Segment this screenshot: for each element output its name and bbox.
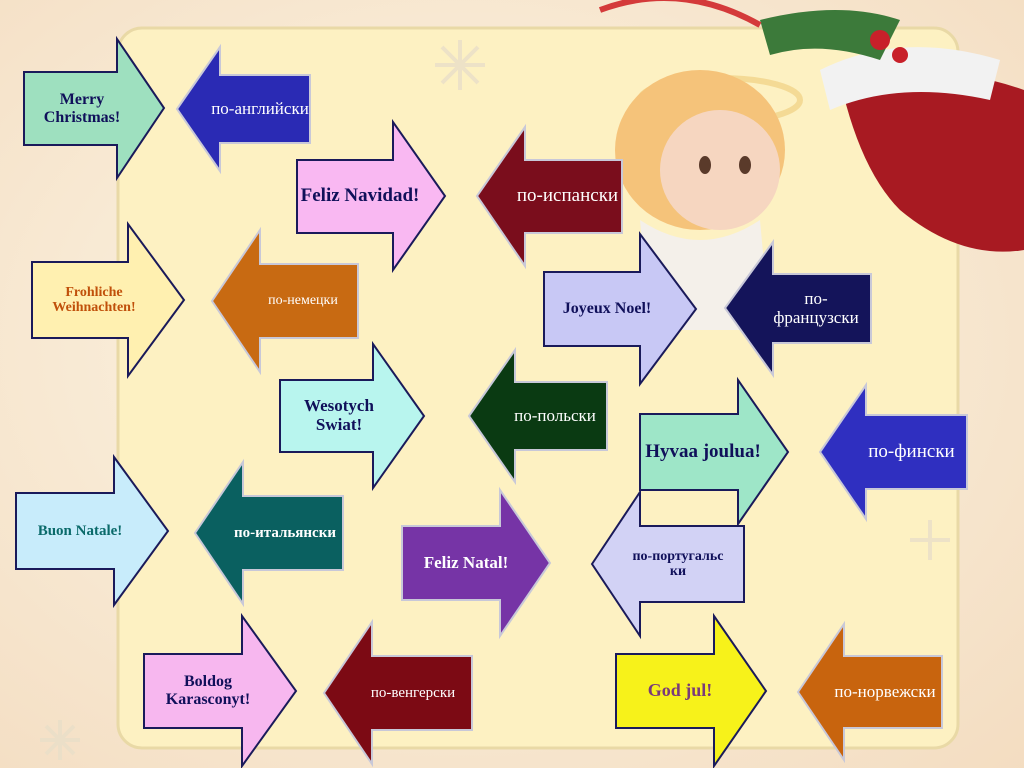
left-arrow-icon	[467, 346, 608, 486]
left-arrow-icon	[590, 488, 745, 640]
language-label: по-фински	[868, 440, 955, 462]
language-label: по-французски	[773, 288, 859, 327]
phrase-label: God jul!	[647, 680, 713, 701]
left-arrow-icon	[322, 618, 473, 768]
language-arrow-french: по-французски	[723, 238, 873, 379]
language-label: по-английски	[211, 98, 309, 118]
phrase-label: Wesotych Swiat!	[304, 396, 374, 434]
language-arrow-norwegian: по-норвежски	[796, 620, 944, 764]
phrase-label: Feliz Natal!	[423, 552, 509, 572]
right-arrow-icon	[15, 453, 170, 609]
phrase-label: Joyeux Noel!	[562, 300, 652, 318]
language-label: по-итальянски	[233, 524, 336, 541]
language-label: по-португальски	[632, 548, 724, 579]
language-label: по-испански	[516, 185, 619, 207]
right-arrow-icon	[279, 340, 426, 492]
right-arrow-icon	[639, 376, 790, 528]
right-arrow-icon	[401, 486, 552, 640]
language-label: по-польски	[514, 405, 596, 425]
phrase-arrow-feliz-navidad: Feliz Navidad!	[295, 118, 447, 274]
left-arrow-icon	[210, 226, 359, 376]
left-arrow-icon	[193, 458, 344, 608]
phrase-label: Frohliche Weihnachten!	[52, 284, 136, 315]
language-arrow-hungarian: по-венгерски	[322, 618, 474, 768]
language-label: по-венгерски	[370, 684, 456, 701]
right-arrow-icon	[143, 612, 298, 768]
language-arrow-german: по-немецки	[210, 226, 360, 376]
language-label: по-норвежски	[834, 681, 936, 701]
right-arrow-icon	[23, 35, 166, 182]
left-arrow-icon	[723, 238, 872, 379]
phrase-label: Buon Natale!	[37, 522, 123, 539]
phrase-arrow-god-jul: God jul!	[614, 612, 768, 768]
right-arrow-icon	[543, 230, 698, 388]
language-label: по-немецки	[268, 293, 338, 309]
phrase-label: Merry Christmas!	[43, 90, 121, 126]
snowflake-icon	[40, 40, 950, 760]
language-arrow-italian: по-итальянски	[193, 458, 345, 608]
left-arrow-icon	[796, 620, 943, 764]
phrase-label: Feliz Navidad!	[300, 185, 420, 207]
phrase-arrow-frohliche-weihnachten: Frohliche Weihnachten!	[30, 220, 186, 380]
right-arrow-icon	[31, 220, 186, 380]
language-arrow-polish: по-польски	[467, 346, 609, 486]
phrase-arrow-merry-christmas: Merry Christmas!	[22, 35, 166, 182]
left-arrow-icon	[175, 43, 311, 175]
language-arrow-spanish: по-испански	[475, 123, 624, 270]
phrase-arrow-hyvaa-joulua: Hyvaa joulua!	[638, 376, 790, 528]
language-arrow-english: по-английски	[175, 43, 312, 175]
phrase-label: Boldog Karasconyt!	[165, 673, 251, 708]
phrase-arrow-joyeux-noel: Joyeux Noel!	[542, 230, 698, 388]
left-arrow-icon	[818, 381, 968, 523]
angel-illustration-icon	[598, 0, 1024, 330]
language-arrow-portuguese: по-португальски	[590, 488, 746, 640]
left-arrow-icon	[475, 123, 623, 270]
phrase-arrow-wesotych-swiat: Wesotych Swiat!	[278, 340, 426, 492]
language-arrow-finnish: по-фински	[818, 381, 969, 523]
right-arrow-icon	[296, 118, 447, 274]
right-arrow-icon	[615, 612, 768, 768]
phrase-arrow-boldog-karasconyt: Boldog Karasconyt!	[142, 612, 298, 768]
phrase-arrow-feliz-natal: Feliz Natal!	[400, 486, 552, 640]
phrase-arrow-buon-natale: Buon Natale!	[14, 453, 170, 609]
phrase-label: Hyvaa joulua!	[645, 440, 761, 462]
